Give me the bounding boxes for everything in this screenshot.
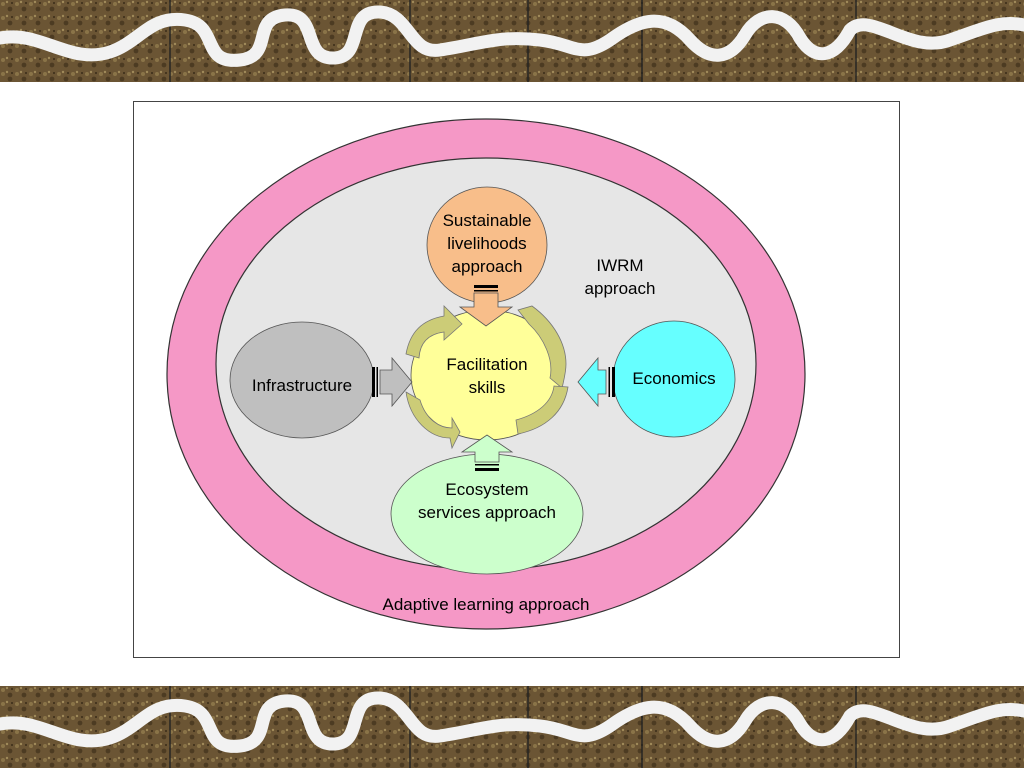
cycle-arrow-top-right [517, 305, 567, 389]
diagram-frame: Sustainable livelihoods approach IWRM ap… [133, 101, 900, 658]
bottom-decorative-banner [0, 686, 1024, 768]
arrow-from-economics [577, 356, 615, 408]
cycle-arrow-bottom-left [405, 391, 461, 450]
ecosystem-services-label: Ecosystem services approach [418, 480, 556, 522]
cycle-arrows [405, 305, 569, 450]
arrow-from-ecosystem-services [460, 434, 514, 471]
arrow-from-infrastructure [372, 356, 413, 408]
arrow-from-sustainable-livelihoods [458, 285, 514, 327]
top-decorative-banner [0, 0, 1024, 82]
economics-label: Economics [632, 369, 716, 388]
iwrm-approach-label: IWRM approach [584, 256, 656, 298]
infrastructure-label: Infrastructure [251, 376, 353, 395]
cycle-arrow-top-left [405, 305, 463, 359]
adaptive-learning-label: Adaptive learning approach [382, 595, 590, 614]
diagram-canvas [166, 118, 806, 630]
facilitation-skills-label: Facilitation skills [446, 355, 528, 397]
cycle-arrow-bottom-right [515, 385, 569, 435]
sustainable-livelihoods-label: Sustainable livelihoods approach [442, 211, 532, 276]
